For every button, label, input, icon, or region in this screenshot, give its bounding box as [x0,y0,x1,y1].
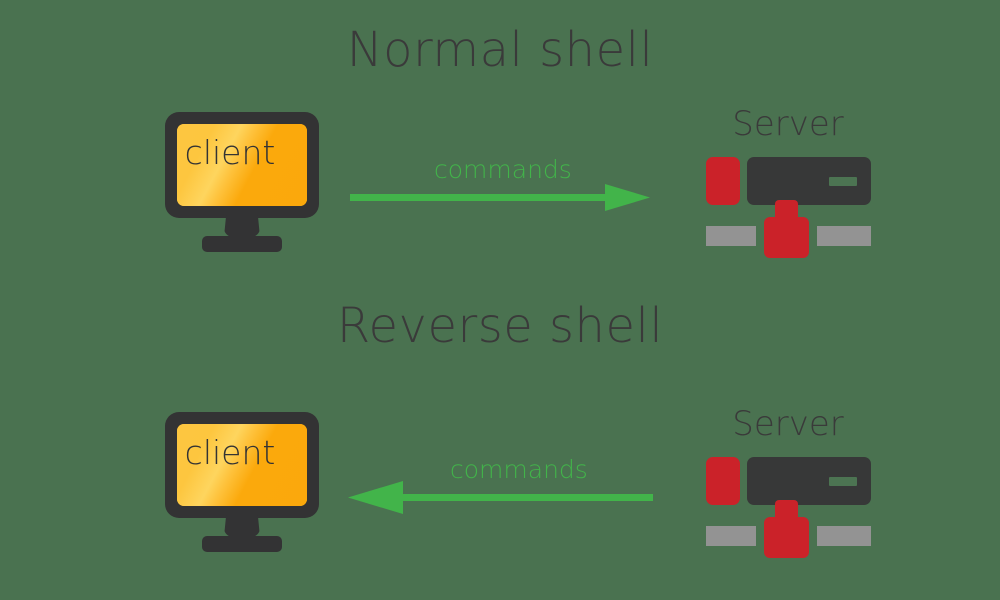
flow-reverse-shell: commands [348,450,653,520]
server-chassis [747,157,871,205]
section-title-normal-shell: Normal shell [346,22,654,78]
flow-label-commands: commands [434,155,572,184]
monitor-screen [177,124,307,206]
monitor-screen [177,424,307,506]
screen-gloss-overlay [177,424,307,506]
server-connector-head [764,517,809,558]
server-connector-head [764,217,809,258]
server-status-dash-icon [829,477,857,486]
client-label: client [184,432,276,472]
server-chassis [747,457,871,505]
server-red-block [706,457,740,505]
client-label: client [184,132,276,172]
server-label: Server [732,404,844,444]
arrow-left-icon [348,481,653,514]
server-label: Server [732,104,844,144]
server-gray-bar-right [817,526,871,546]
server-gray-bar-left [706,226,756,246]
server-gray-bar-left [706,526,756,546]
flow-normal-shell: commands [350,150,650,220]
screen-gloss-overlay [177,124,307,206]
server-status-dash-icon [829,177,857,186]
monitor-stand-neck [224,215,260,237]
server-icon-reverse: Server [698,404,878,558]
section-title-reverse-shell: Reverse shell [336,298,664,354]
monitor-stand-neck [224,515,260,537]
server-icon-normal: Server [698,104,878,258]
monitor-stand-base [202,236,282,252]
flow-label-commands: commands [450,455,588,484]
server-red-block [706,157,740,205]
server-gray-bar-right [817,226,871,246]
arrow-right-icon [350,184,650,211]
monitor-stand-base [202,536,282,552]
